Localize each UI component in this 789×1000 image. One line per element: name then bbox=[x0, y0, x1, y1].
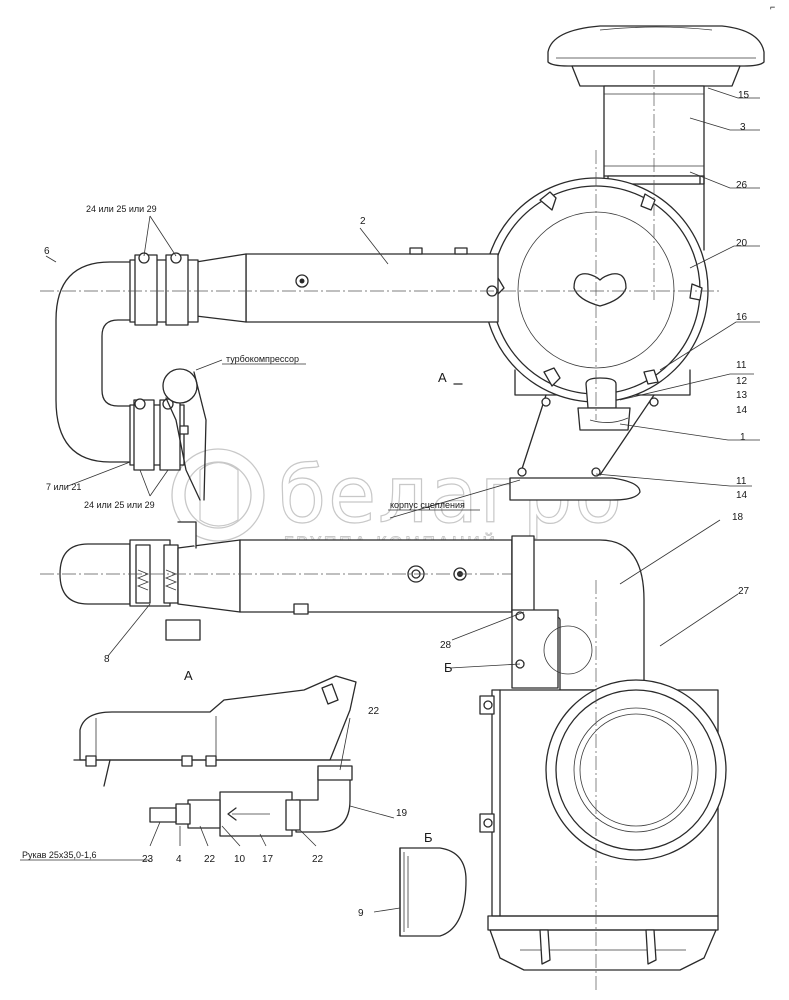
callout-2: 2 bbox=[360, 216, 366, 227]
callout-14b: 14 bbox=[736, 490, 748, 501]
label-clutch-housing: корпус сцепления bbox=[390, 500, 465, 510]
callout-11a: 11 bbox=[736, 360, 747, 371]
view-b bbox=[399, 847, 467, 937]
turbocompressor bbox=[162, 368, 207, 501]
corner-mark: ⌐ bbox=[770, 2, 775, 12]
elbow-18 bbox=[511, 535, 645, 691]
callout-3: 3 bbox=[740, 122, 746, 133]
view-a-marker: А bbox=[438, 370, 447, 385]
callout-9: 9 bbox=[358, 908, 364, 919]
label-clamps-bottom: 24 или 25 или 29 bbox=[84, 500, 155, 510]
view-b-title: Б bbox=[424, 830, 433, 845]
callout-6: 6 bbox=[44, 246, 50, 257]
callout-27: 27 bbox=[738, 586, 750, 597]
callout-18: 18 bbox=[732, 512, 744, 523]
callout-22c: 22 bbox=[312, 854, 324, 865]
callout-1: 1 bbox=[740, 432, 746, 443]
lower-air-cleaner bbox=[479, 580, 727, 990]
callout-15: 15 bbox=[738, 90, 750, 101]
callout-8: 8 bbox=[104, 654, 110, 665]
callout-12: 12 bbox=[736, 376, 748, 387]
callout-13: 13 bbox=[736, 390, 748, 401]
precleaner-cap bbox=[547, 25, 765, 87]
callout-17: 17 bbox=[262, 854, 274, 865]
callout-20: 20 bbox=[736, 238, 748, 249]
callout-23: 23 bbox=[142, 854, 154, 865]
view-b-marker: Б bbox=[444, 660, 453, 675]
callout-26: 26 bbox=[736, 180, 748, 191]
callout-10: 10 bbox=[234, 854, 246, 865]
view-a bbox=[73, 675, 357, 837]
top-assembly bbox=[40, 25, 765, 501]
leader-lines bbox=[20, 87, 760, 913]
u-hose bbox=[55, 261, 131, 463]
label-turbocompressor: турбокомпрессор bbox=[226, 354, 299, 364]
callout-28: 28 bbox=[440, 640, 452, 651]
callout-4: 4 bbox=[176, 854, 182, 865]
text-labels: 15 3 26 2 20 16 11 12 13 14 1 11 14 6 18… bbox=[22, 90, 750, 919]
callout-11b: 11 bbox=[736, 476, 747, 487]
view-a-title: А bbox=[184, 668, 193, 683]
callout-19: 19 bbox=[396, 808, 408, 819]
callout-22b: 22 bbox=[204, 854, 216, 865]
label-seven-or-21: 7 или 21 bbox=[46, 482, 81, 492]
callout-14a: 14 bbox=[736, 405, 748, 416]
label-hose: Рукав 25х35,0-1,6 bbox=[22, 850, 96, 860]
upper-sleeve bbox=[129, 252, 199, 326]
label-clamps-top: 24 или 25 или 29 bbox=[86, 204, 157, 214]
middle-assembly bbox=[40, 521, 645, 691]
callout-22a: 22 bbox=[368, 706, 380, 717]
main-duct bbox=[195, 247, 499, 323]
watermark-logo-icon bbox=[171, 448, 265, 542]
callout-16: 16 bbox=[736, 312, 748, 323]
